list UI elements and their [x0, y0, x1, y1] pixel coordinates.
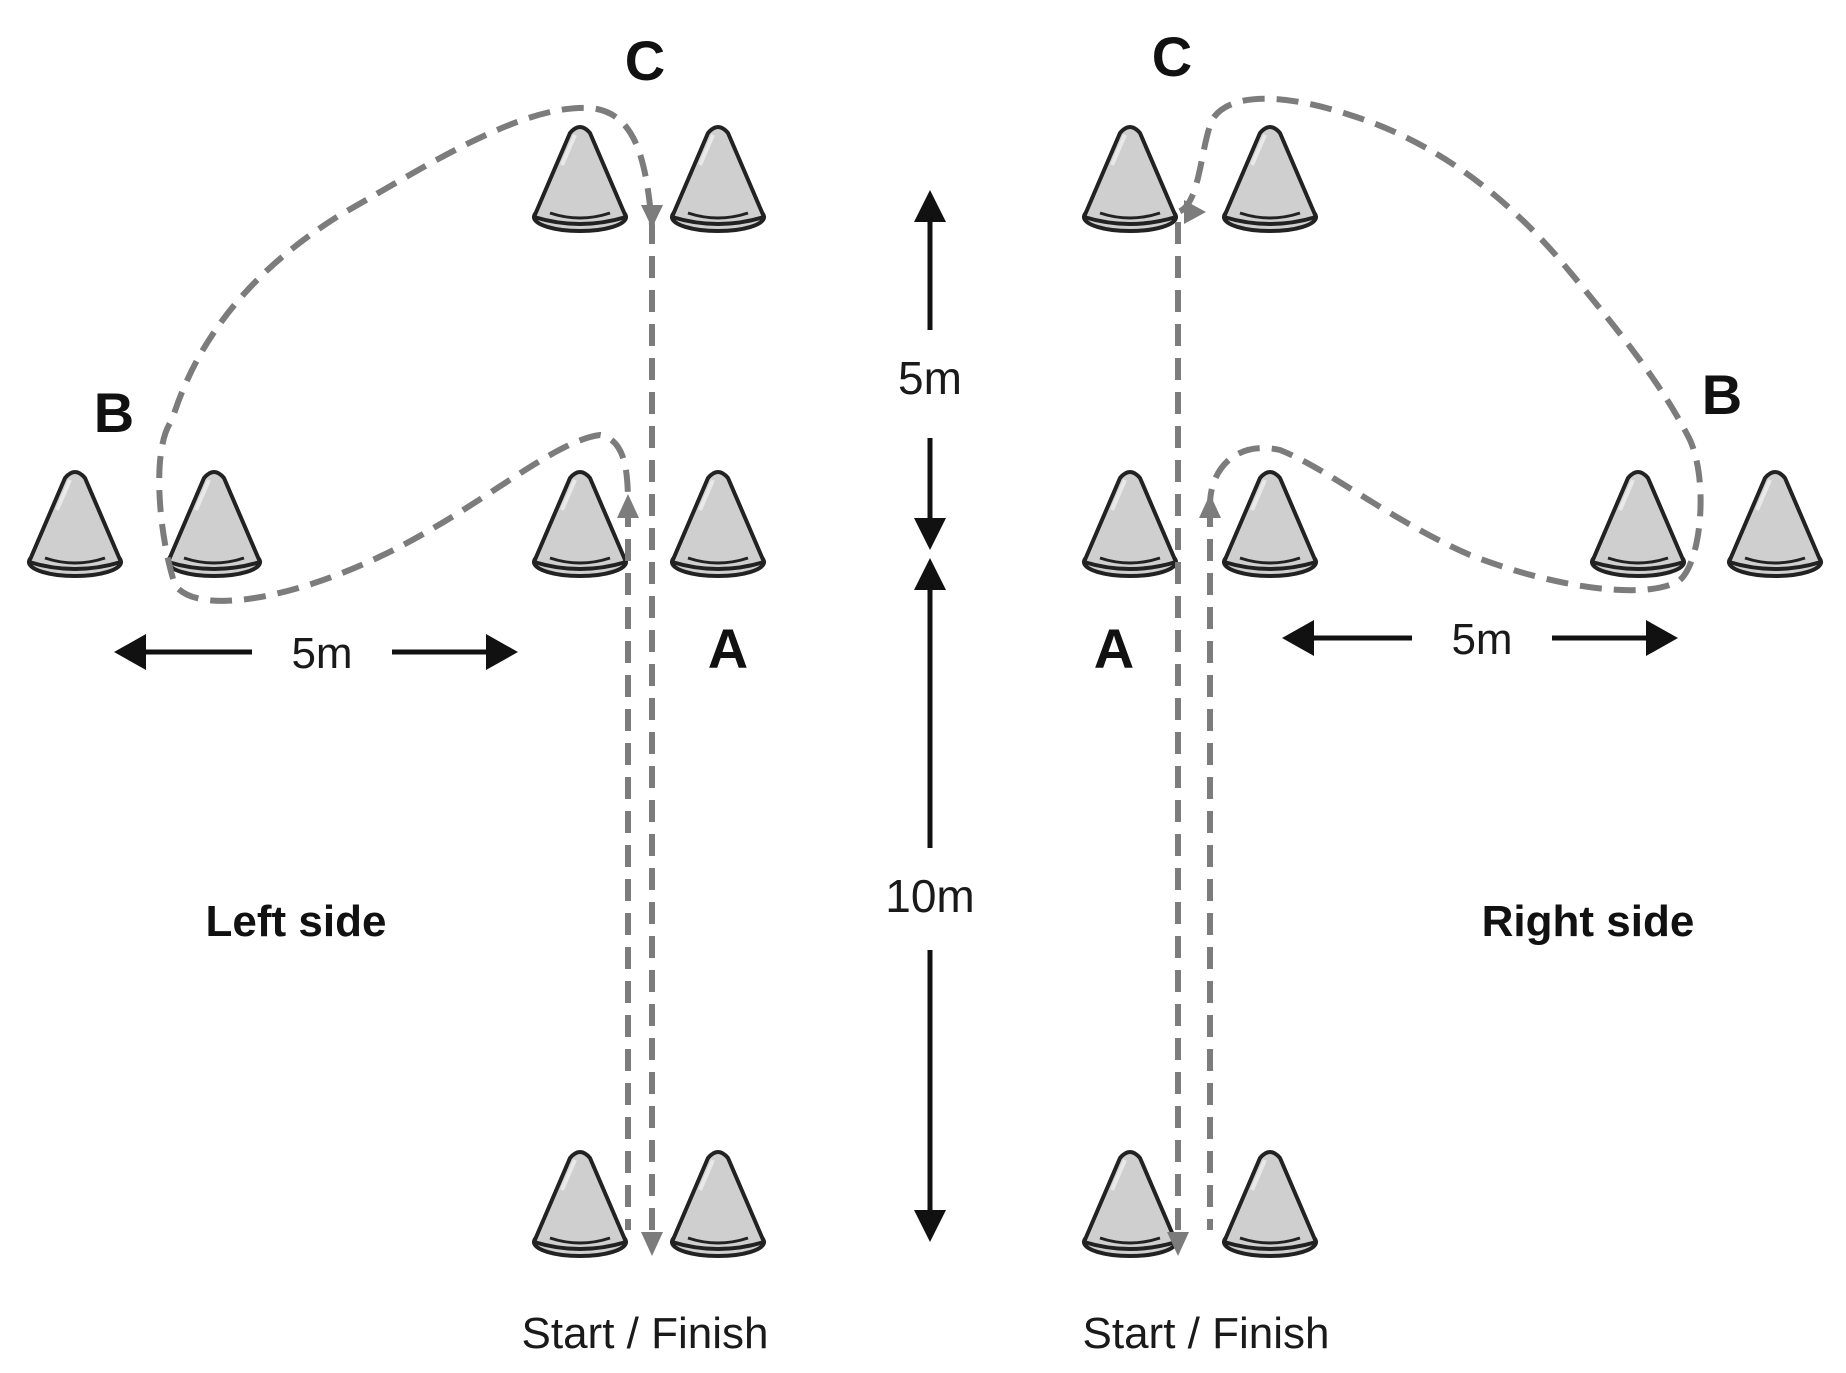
right-label-b: B [1702, 363, 1742, 426]
left-return-path [156, 104, 655, 1230]
right-distance-label: 5m [1451, 615, 1512, 664]
cone-right-c-2 [1222, 125, 1318, 233]
cone-left-start-2 [670, 1150, 766, 1258]
right-measure-arrow-right [1646, 620, 1678, 656]
left-arrowhead-down-top [641, 205, 663, 228]
scale-lower-label: 10m [885, 870, 974, 922]
right-label-a: A [1094, 617, 1134, 680]
cone-right-start-2 [1222, 1150, 1318, 1258]
cone-left-c-2 [670, 125, 766, 233]
left-course: C B A 5m Left side Start / Finish [27, 29, 769, 1358]
scale-upper-label: 5m [898, 352, 962, 404]
right-arrowhead-down-bottom [1167, 1232, 1189, 1256]
left-distance-label: 5m [291, 629, 352, 678]
right-measure-arrow-left [1282, 620, 1314, 656]
left-arrowhead-down-bottom [641, 1232, 663, 1256]
left-arrowhead-up [617, 494, 639, 518]
right-arrowhead-up [1199, 494, 1221, 518]
cone-left-b-1 [27, 470, 123, 578]
cone-right-b-2 [1727, 470, 1823, 578]
left-measure-arrow-left [114, 634, 146, 670]
left-side-label: Left side [206, 897, 387, 946]
cone-right-a-1 [1082, 470, 1178, 578]
cone-right-start-1 [1082, 1150, 1178, 1258]
scale-arrow-bottom [914, 1210, 946, 1242]
cone-left-start-1 [532, 1150, 628, 1258]
scale-arrow-mid-down [914, 518, 946, 550]
left-label-a: A [708, 617, 748, 680]
left-start-finish-label: Start / Finish [522, 1309, 769, 1358]
right-arrowhead-into-lane [1184, 200, 1206, 224]
cone-left-b-2 [166, 470, 262, 578]
cone-right-c-1 [1082, 125, 1178, 233]
left-label-b: B [94, 381, 134, 444]
left-label-c: C [625, 29, 665, 92]
cone-left-a-1 [532, 470, 628, 578]
right-side-label: Right side [1482, 897, 1695, 946]
right-return-path [1175, 95, 1704, 1230]
right-course: C B A 5m Right side Start / Finish [1082, 25, 1823, 1358]
cone-left-a-2 [670, 470, 766, 578]
cone-right-a-2 [1222, 470, 1318, 578]
right-label-c: C [1152, 25, 1192, 88]
cone-right-b-1 [1590, 470, 1686, 578]
left-measure-arrow-right [486, 634, 518, 670]
right-start-finish-label: Start / Finish [1083, 1309, 1330, 1358]
center-scale: 5m 10m [885, 190, 975, 1242]
cone-left-c-1 [532, 125, 628, 233]
scale-arrow-top [914, 190, 946, 222]
